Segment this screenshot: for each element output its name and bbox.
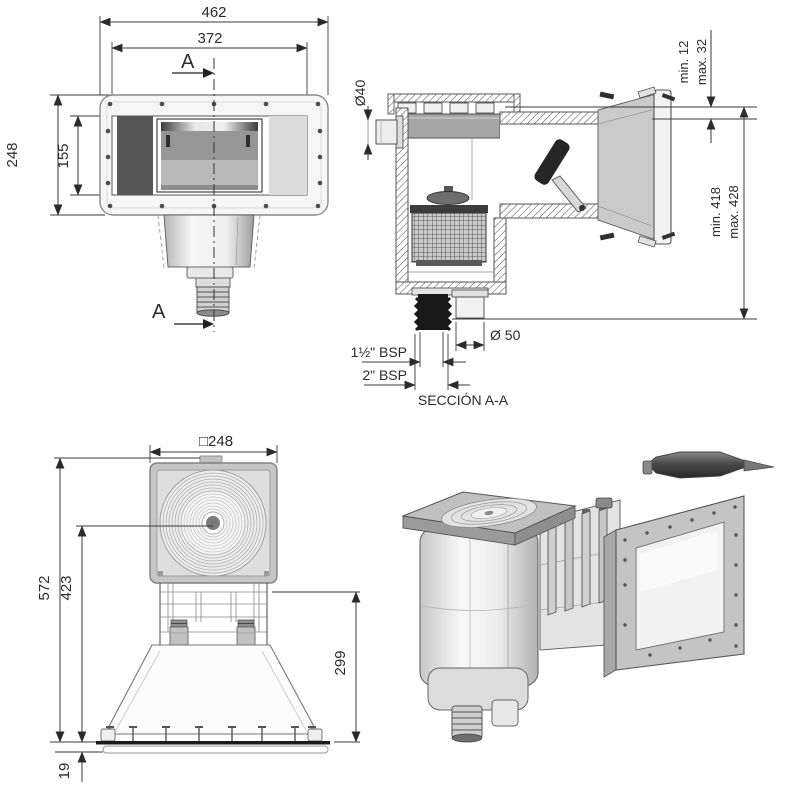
dim-bsp15-label: 1½" BSP	[351, 344, 407, 360]
dim-height-min-label: min. 418	[708, 187, 723, 237]
threaded-outlet-2bsp	[413, 294, 453, 332]
faceplate-screws	[105, 101, 323, 209]
lid-inner-grooves	[183, 493, 243, 553]
iso-lid-grooves	[441, 498, 537, 528]
iso-threaded-outlet	[451, 705, 483, 743]
faceplate-section	[599, 86, 676, 248]
dim-total-height: 572	[36, 457, 200, 743]
iso-frame-screws	[623, 505, 738, 657]
dim-423-label: 423	[58, 575, 75, 600]
iso-faceplate-frame	[603, 495, 745, 678]
iso-body	[419, 527, 539, 743]
mouth-flare-rear	[104, 644, 319, 735]
mouth-panel-right	[269, 116, 307, 195]
dim-thread-inner: 1½" BSP	[351, 332, 466, 367]
dim-outlet-diameter: Ø 50	[455, 322, 521, 351]
strainer-basket	[408, 186, 494, 273]
dim-embed-depth: min. 12 max. 32	[676, 30, 716, 143]
rear-body	[96, 583, 330, 754]
threaded-outlet-front	[196, 286, 230, 317]
dim-height-max-label: max. 428	[726, 185, 741, 238]
flange-edge	[96, 741, 330, 745]
access-lid-rear	[149, 455, 278, 584]
weir-flap-section	[534, 139, 587, 213]
dim-155-label: 155	[55, 143, 72, 168]
lid-ring-grooves	[162, 472, 264, 574]
section-arrow-top-label: A	[181, 51, 195, 73]
iso-smooth-outlet	[491, 699, 519, 727]
skimmer-faceplate-front	[99, 94, 329, 216]
dim-bsp2-label: 2" BSP	[362, 367, 407, 383]
weir-window	[156, 118, 263, 193]
iso-view	[401, 451, 775, 743]
dim-248-label: 248	[4, 142, 21, 167]
dim-inlet-diameter: Ø40	[352, 80, 373, 160]
dim-d50-label: Ø 50	[490, 327, 521, 343]
section-arrow-bottom-label: A	[152, 301, 166, 323]
flange-screws	[106, 726, 316, 741]
dim-462-label: 462	[201, 4, 226, 21]
dim-embed-min-label: min. 12	[676, 41, 691, 84]
dim-299-label: 299	[332, 650, 349, 675]
dim-outer-height: 248	[4, 94, 118, 216]
mouth-flare-section	[597, 93, 657, 241]
section-view: Ø40	[351, 30, 757, 408]
dim-19-label: 19	[56, 763, 73, 780]
dim-thread-outer: 2" BSP	[362, 334, 470, 390]
dim-total-depth: min. 418 max. 428	[452, 106, 757, 320]
dim-mouth-height: 299	[272, 591, 361, 743]
gasket-outline	[102, 745, 329, 754]
dim-lid-label: □248	[199, 433, 233, 450]
outlet-d50	[451, 289, 489, 319]
front-body-throat	[157, 214, 261, 317]
dim-flange-thickness: 19	[55, 751, 103, 782]
handle-tool	[642, 451, 775, 479]
section-caption: SECCIÓN A-A	[418, 392, 509, 408]
dim-lid-square: □248	[149, 433, 278, 463]
section-mouth	[499, 93, 657, 241]
bottom-outlets	[411, 287, 489, 332]
dim-embed-max-label: max. 32	[694, 39, 709, 85]
iso-lid	[401, 491, 577, 546]
inlet-pipe	[375, 115, 404, 149]
dim-d40-label: Ø40	[352, 80, 368, 107]
dim-body-height: 423	[58, 525, 213, 743]
rear-view: □248	[36, 433, 361, 782]
front-view: 462 372 248 155	[4, 4, 329, 332]
section-cut-line: A A	[152, 51, 215, 332]
dim-372-label: 372	[197, 30, 222, 47]
dim-572-label: 572	[36, 575, 53, 600]
mouth-shadow-left	[117, 116, 153, 195]
dim-outer-width: 462	[99, 4, 329, 95]
